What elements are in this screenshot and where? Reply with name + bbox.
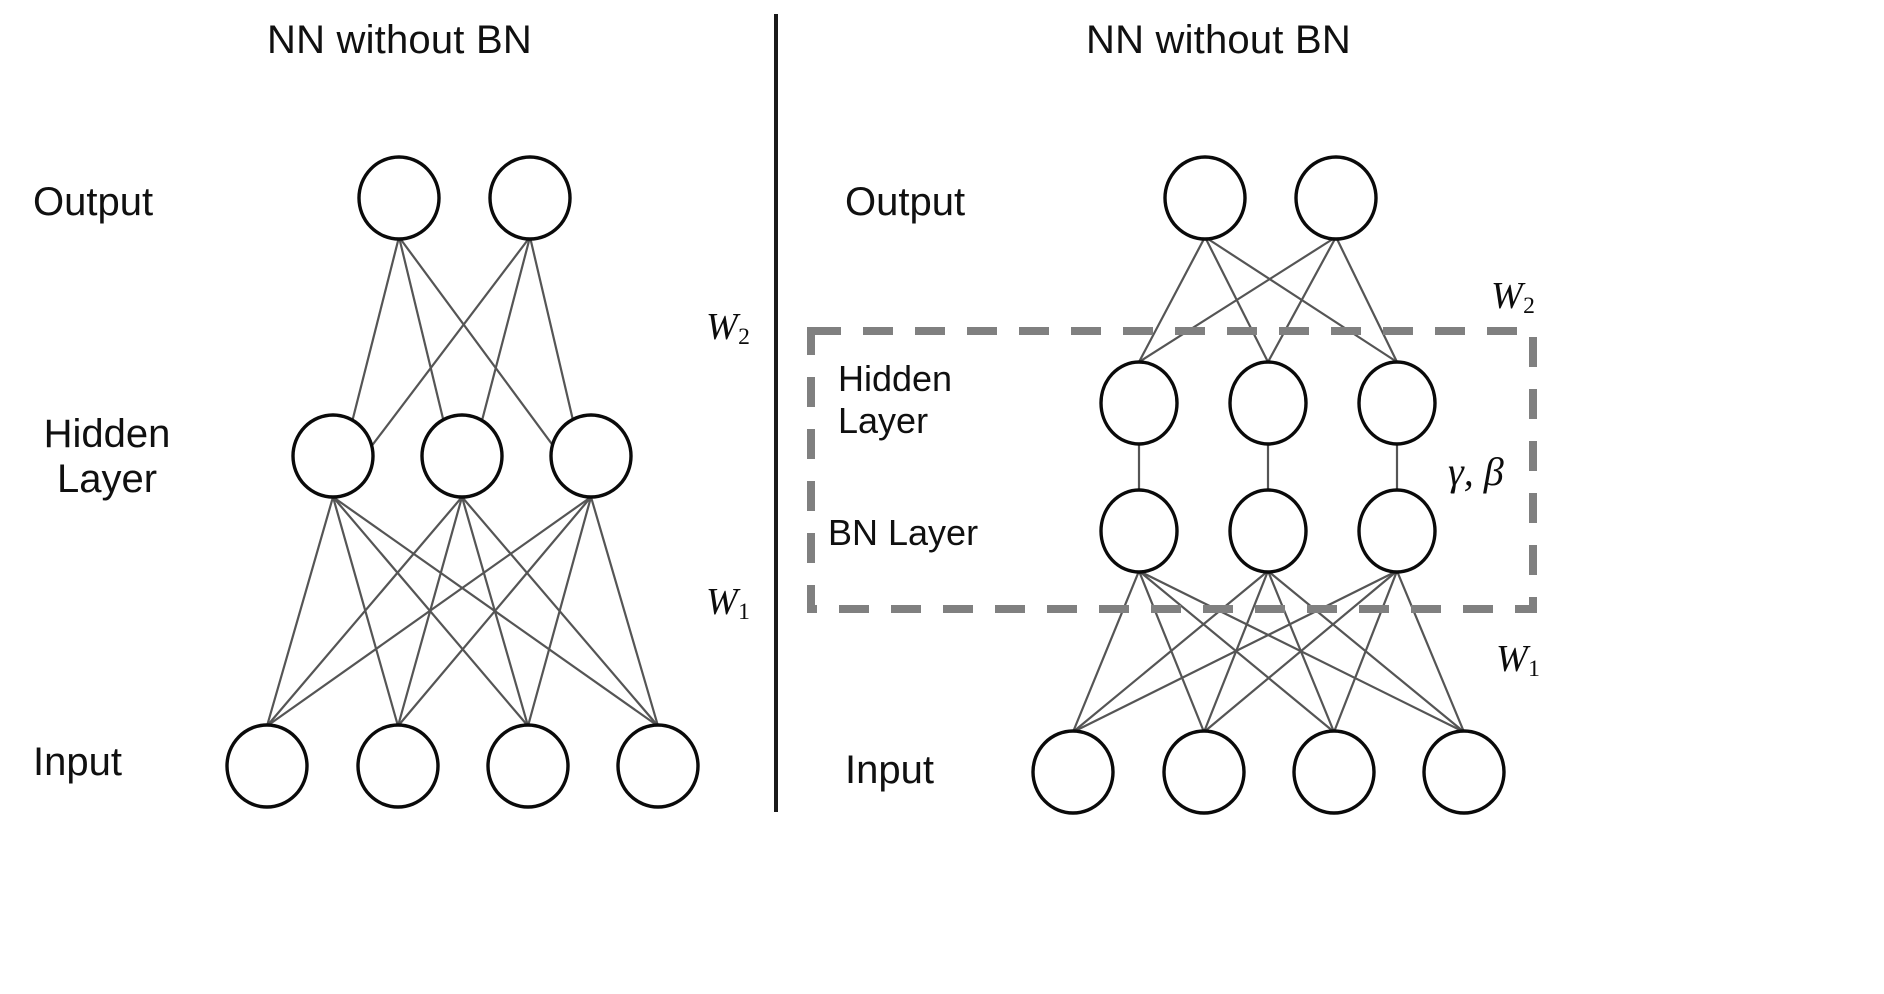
center-weight-w2-base: W bbox=[706, 306, 738, 348]
left-hidden-nodes bbox=[291, 413, 633, 499]
left-label-input: Input bbox=[33, 740, 122, 784]
node bbox=[356, 723, 440, 809]
right-edges-hidden-to-output bbox=[1138, 236, 1398, 363]
right-input-nodes bbox=[1031, 729, 1506, 815]
node bbox=[1292, 729, 1376, 815]
left-label-output: Output bbox=[33, 180, 154, 224]
right-weight-w2: W2 bbox=[1491, 274, 1535, 320]
bn-group-dashed-box bbox=[807, 327, 1537, 613]
center-weight-w1: W1 bbox=[706, 580, 750, 626]
right-weight-w1: W1 bbox=[1496, 637, 1540, 683]
left-input-nodes bbox=[225, 723, 700, 809]
node bbox=[488, 155, 572, 241]
right-label-hidden-line1: Hidden bbox=[838, 358, 953, 399]
right-weight-w2-base: W bbox=[1491, 275, 1523, 317]
node bbox=[1099, 360, 1179, 446]
right-weight-w2-sub: 2 bbox=[1523, 293, 1535, 320]
center-weight-w1-sub: 1 bbox=[738, 599, 750, 626]
node bbox=[1162, 729, 1246, 815]
node bbox=[291, 413, 375, 499]
left-edges-input-to-hidden bbox=[265, 496, 660, 727]
right-label-bn-layer: BN Layer bbox=[828, 512, 979, 553]
right-weight-w1-sub: 1 bbox=[1528, 656, 1540, 683]
node bbox=[1357, 360, 1437, 446]
right-weight-w1-base: W bbox=[1496, 638, 1528, 680]
node bbox=[225, 723, 309, 809]
left-label-hidden-line2: Layer bbox=[56, 456, 158, 501]
node bbox=[1422, 729, 1506, 815]
right-label-output: Output bbox=[845, 180, 966, 224]
node bbox=[1294, 155, 1378, 241]
left-panel-title: NN without BN bbox=[267, 18, 532, 62]
right-label-hidden-line2: Layer bbox=[838, 400, 929, 442]
node bbox=[357, 155, 441, 241]
center-weight-w2: W2 bbox=[706, 305, 750, 351]
center-weight-w2-sub: 2 bbox=[738, 324, 750, 351]
left-label-hidden-layer: Hidden Layer bbox=[22, 412, 192, 502]
left-output-nodes bbox=[357, 155, 572, 241]
node bbox=[616, 723, 700, 809]
right-label-hidden-layer: Hidden Layer bbox=[838, 358, 952, 443]
node bbox=[486, 723, 570, 809]
right-panel-title: NN without BN bbox=[1086, 18, 1351, 62]
node bbox=[549, 413, 633, 499]
left-label-hidden-line1: Hidden bbox=[43, 412, 171, 456]
node bbox=[1357, 488, 1437, 574]
node bbox=[1228, 360, 1308, 446]
right-gamma-beta-label: γ, β bbox=[1448, 449, 1504, 494]
right-edges-hidden-to-bn bbox=[1137, 443, 1399, 490]
center-weight-w1-base: W bbox=[706, 581, 738, 623]
right-output-nodes bbox=[1163, 155, 1378, 241]
node bbox=[420, 413, 504, 499]
right-hidden-nodes bbox=[1099, 360, 1437, 446]
right-label-input: Input bbox=[845, 748, 934, 792]
node bbox=[1031, 729, 1115, 815]
right-bn-nodes bbox=[1099, 488, 1437, 574]
node bbox=[1163, 155, 1247, 241]
node bbox=[1099, 488, 1179, 574]
right-edges-input-to-bn bbox=[1071, 570, 1466, 733]
node bbox=[1228, 488, 1308, 574]
